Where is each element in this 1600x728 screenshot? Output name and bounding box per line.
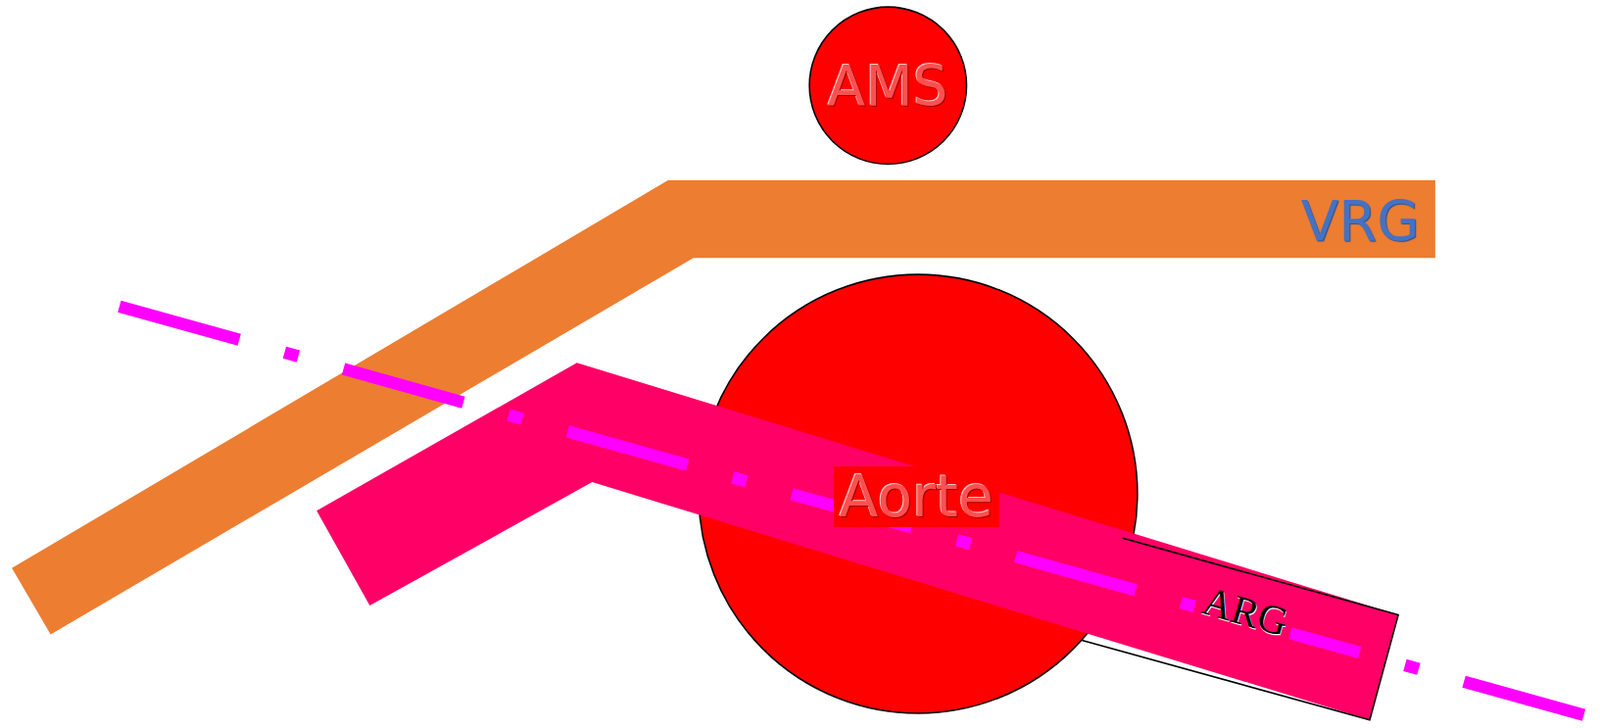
vessel-label: AMS [827,59,949,115]
vessel-label: Aorte [833,466,1000,528]
ams-circle: AMS [806,3,970,168]
dash-dot-axis [119,306,1600,721]
vessel-band [316,362,1399,721]
vessel-section [809,6,967,164]
arg-band: ARG [311,357,1404,726]
arg-band-outline [311,357,1404,726]
vessel-label: VRG [1301,194,1420,250]
vessel-outline [1081,537,1399,720]
